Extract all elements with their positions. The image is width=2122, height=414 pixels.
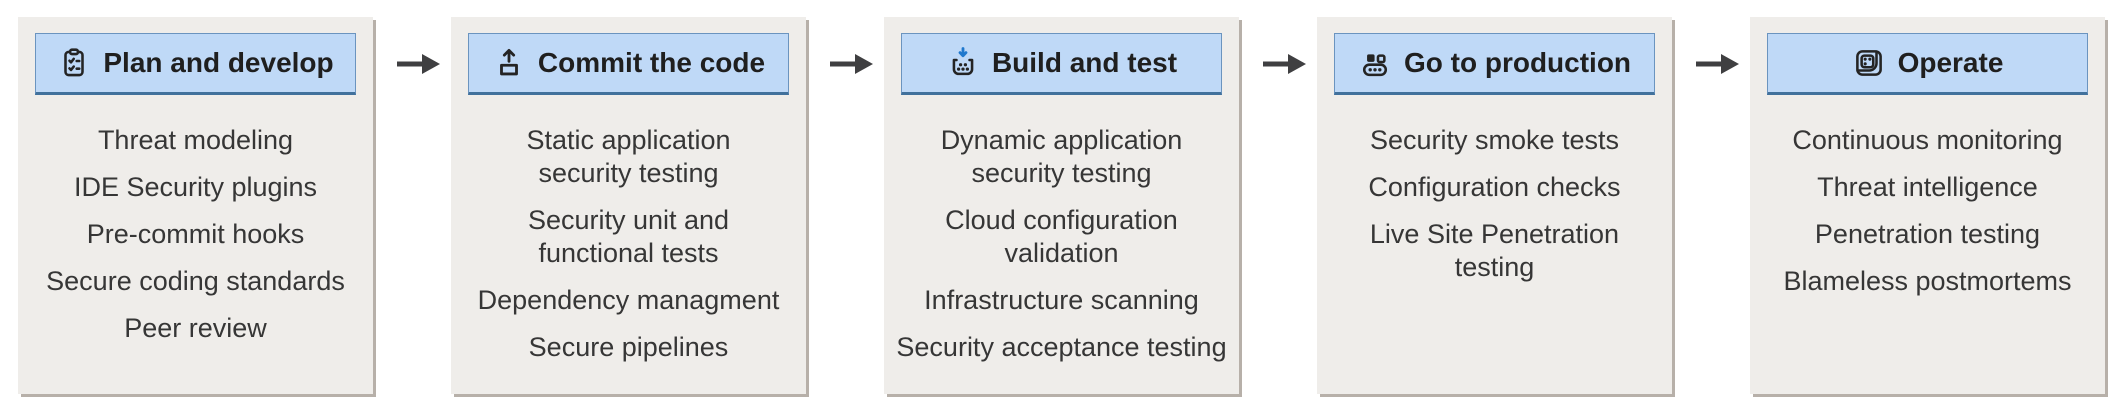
operate-machine-icon — [1855, 50, 1882, 76]
stage-header: Operate — [1767, 33, 2088, 95]
stage-build-and-test: Build and test Dynamic application secur… — [884, 17, 1239, 394]
stage-item: Threat modeling — [97, 125, 294, 155]
stage-item-list: Static application security testing Secu… — [459, 124, 798, 364]
stage-item: Security acceptance testing — [896, 332, 1227, 362]
stage-item: Security unit and functional tests — [527, 205, 730, 268]
stage-plan-and-develop: Plan and develop Threat modeling IDE Sec… — [18, 17, 373, 394]
stage-item: Configuration checks — [1368, 172, 1621, 202]
stage-item: Continuous monitoring — [1792, 125, 2063, 155]
flow-arrow-gap — [397, 17, 440, 394]
stage-item: Secure pipelines — [528, 332, 729, 362]
stage-go-to-production: Go to production Security smoke tests Co… — [1317, 17, 1672, 394]
stage-header: Go to production — [1334, 33, 1655, 95]
stage-title: Plan and develop — [103, 47, 334, 78]
stage-item: Dependency managment — [477, 285, 780, 315]
stage-item: Static application security testing — [526, 125, 731, 188]
stage-item-list: Continuous monitoring Threat intelligenc… — [1758, 124, 2097, 298]
right-arrow-icon — [1263, 54, 1306, 74]
conveyor-belt-icon — [1362, 54, 1388, 77]
stage-item: IDE Security plugins — [73, 172, 318, 202]
stage-title: Build and test — [991, 47, 1178, 78]
right-arrow-icon — [830, 54, 873, 74]
upload-icon — [499, 48, 518, 76]
stage-item-list: Dynamic application security testing Clo… — [892, 124, 1231, 364]
stage-item: Cloud configuration validation — [945, 205, 1178, 268]
stage-item: Blameless postmortems — [1783, 266, 2072, 296]
stage-item-list: Threat modeling IDE Security plugins Pre… — [26, 124, 365, 345]
stage-item: Security smoke tests — [1369, 125, 1620, 155]
stage-item-list: Security smoke tests Configuration check… — [1325, 124, 1664, 284]
flow-arrow-gap — [830, 17, 873, 394]
stage-header: Build and test — [901, 33, 1222, 95]
stage-operate: Operate Continuous monitoring Threat int… — [1750, 17, 2105, 394]
stage-item: Threat intelligence — [1817, 172, 2038, 202]
stage-title: Go to production — [1403, 47, 1632, 78]
stage-item: Pre-commit hooks — [86, 219, 305, 249]
stage-commit-the-code: Commit the code Static application secur… — [451, 17, 806, 394]
package-drop-icon — [952, 47, 974, 76]
stage-title: Commit the code — [537, 47, 766, 78]
flow-arrow-gap — [1696, 17, 1739, 394]
stage-header: Plan and develop — [35, 33, 356, 95]
stage-item: Peer review — [124, 313, 267, 343]
stage-header: Commit the code — [468, 33, 789, 95]
flow-arrow-gap — [1263, 17, 1306, 394]
right-arrow-icon — [1696, 54, 1739, 74]
stage-item: Dynamic application security testing — [940, 125, 1183, 188]
right-arrow-icon — [397, 54, 440, 74]
stage-item: Secure coding standards — [46, 266, 345, 296]
stage-item: Live Site Penetration testing — [1369, 219, 1620, 282]
stage-item: Penetration testing — [1814, 219, 2041, 249]
clipboard-tasklist-icon — [64, 48, 85, 77]
stage-item: Infrastructure scanning — [924, 285, 1199, 315]
stage-title: Operate — [1897, 47, 2004, 78]
